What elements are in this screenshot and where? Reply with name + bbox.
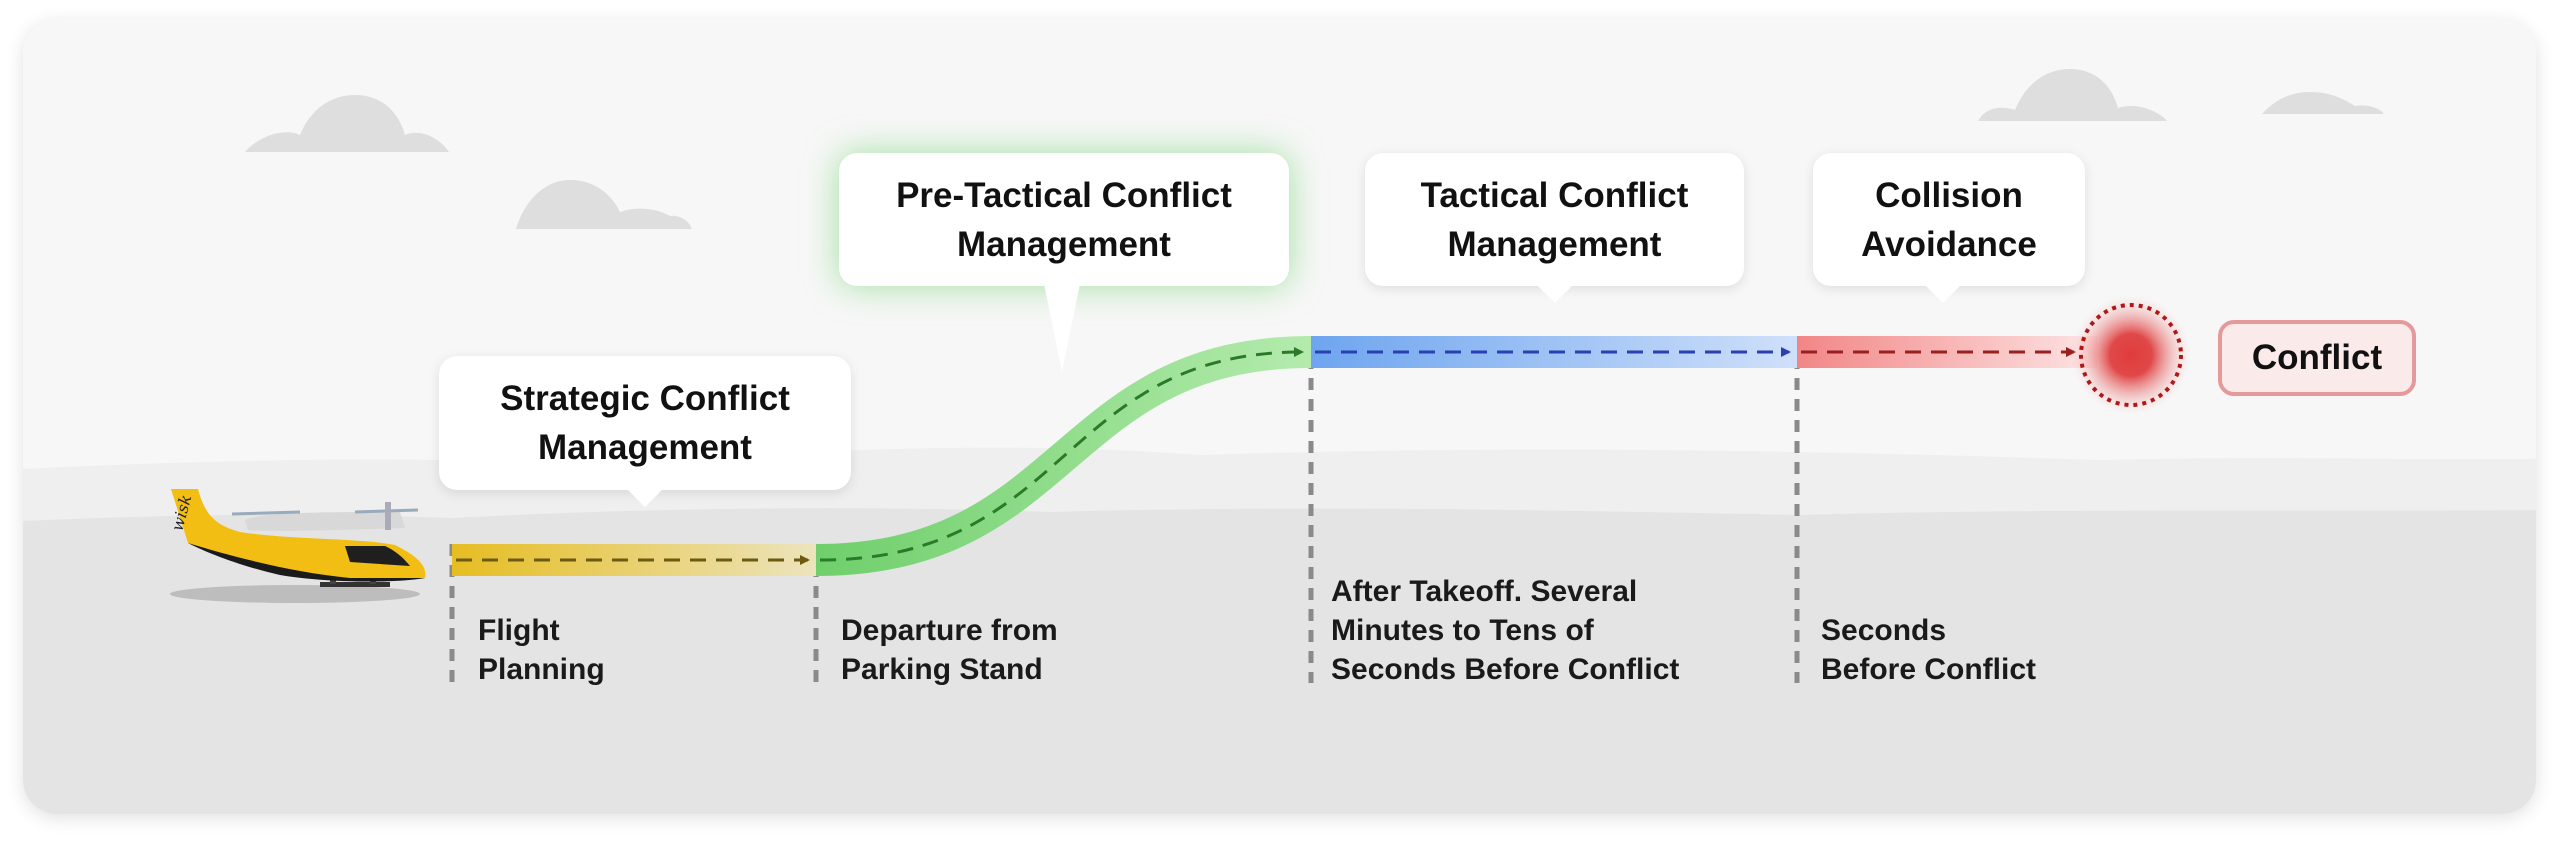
label-line: Departure from bbox=[841, 614, 1058, 647]
conflict-label: Conflict bbox=[2218, 320, 2416, 396]
aircraft-window bbox=[345, 546, 410, 566]
aircraft: wisk bbox=[168, 489, 426, 603]
label-line: Minutes to Tens of bbox=[1331, 614, 1594, 647]
bubble-line: Avoidance bbox=[1861, 224, 2037, 264]
bubble-line: Management bbox=[1447, 224, 1662, 264]
label-line: Planning bbox=[478, 653, 605, 686]
pre-tactical-arrow bbox=[819, 347, 1304, 562]
label-line: Seconds bbox=[1821, 614, 1947, 647]
aircraft-shadow bbox=[170, 585, 420, 603]
bubble-line: Collision bbox=[1875, 175, 2023, 215]
bubble-tail bbox=[1044, 284, 1080, 372]
ground bbox=[23, 508, 2536, 814]
bubble-line: Tactical Conflict bbox=[1420, 175, 1689, 215]
label-departure: Departure from Parking Stand bbox=[841, 611, 1058, 689]
aircraft-wing bbox=[245, 512, 405, 531]
conflict-point bbox=[2079, 303, 2183, 407]
cloud-icon bbox=[245, 95, 449, 152]
bubble-tail bbox=[627, 489, 663, 507]
bubble-tail bbox=[1925, 285, 1961, 303]
clouds bbox=[245, 69, 2384, 229]
conflict-glow bbox=[2071, 295, 2191, 415]
label-flight-planning: Flight Planning bbox=[478, 611, 605, 689]
bubble-line: Management bbox=[957, 224, 1171, 264]
label-seconds-before: Seconds Before Conflict bbox=[1821, 611, 2036, 689]
bubble-line: Strategic Conflict bbox=[500, 379, 790, 418]
bubble-line: Pre-Tactical Conflict bbox=[896, 175, 1232, 215]
label-line: After Takeoff. Several bbox=[1331, 575, 1638, 608]
label-after-takeoff: After Takeoff. Several Minutes to Tens o… bbox=[1331, 572, 1679, 689]
bubble-tail bbox=[1537, 285, 1573, 303]
strategic-phase-bar bbox=[452, 544, 816, 576]
cloud-icon bbox=[1978, 69, 2167, 121]
cloud-icon bbox=[2262, 92, 2384, 114]
bubble-line: Management bbox=[538, 428, 752, 467]
label-line: Before Conflict bbox=[1821, 653, 2037, 686]
label-line: Flight bbox=[478, 614, 560, 647]
label-line: Seconds Before Conflict bbox=[1331, 653, 1680, 686]
cloud-icon bbox=[516, 180, 692, 229]
label-line: Parking Stand bbox=[841, 653, 1043, 686]
